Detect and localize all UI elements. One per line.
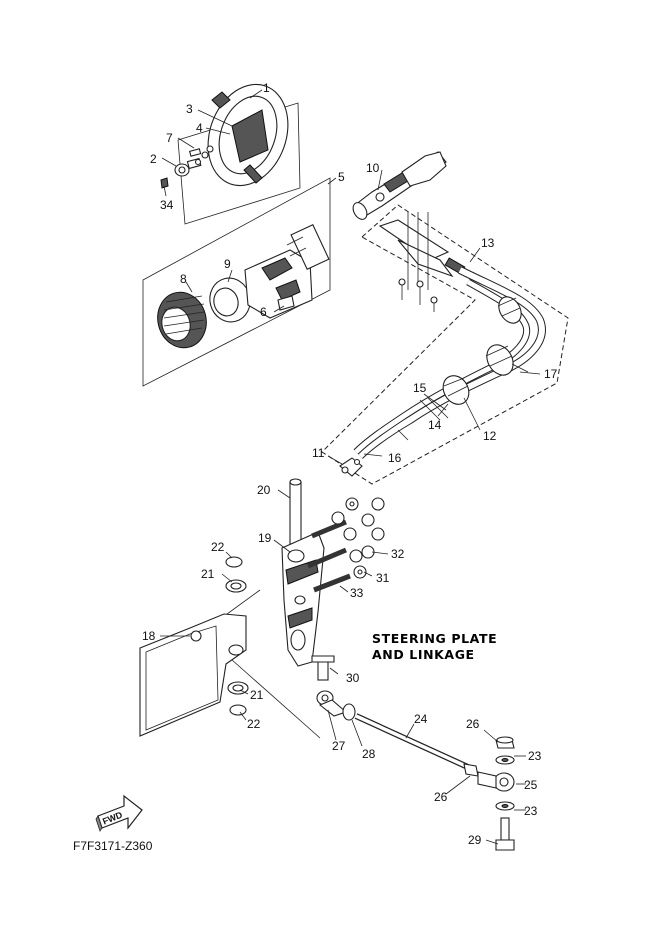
- callout-9: 9: [224, 257, 231, 271]
- cable-group: [321, 204, 569, 485]
- callout-24: 24: [414, 712, 428, 726]
- bolt-29: [495, 817, 515, 851]
- rod-end-27: [316, 690, 348, 717]
- pin-20: [289, 478, 302, 545]
- helm-group: [142, 177, 331, 387]
- washers-23: [495, 755, 515, 811]
- callout-2: 2: [150, 152, 157, 166]
- diagram-title-line-2: AND LINKAGE: [372, 647, 475, 662]
- helm-cover: [209, 277, 251, 323]
- callout-20: 20: [257, 483, 271, 497]
- callout-7: 7: [166, 131, 173, 145]
- callout-30: 30: [346, 671, 360, 685]
- cable-end-joint: [339, 457, 363, 477]
- nut-26b: [495, 736, 515, 749]
- callout-29: 29: [468, 833, 482, 847]
- callout-12: 12: [483, 429, 497, 443]
- callout-23-bottom: 23: [524, 804, 538, 818]
- callout-4: 4: [196, 121, 203, 135]
- callout-21-top: 21: [201, 567, 215, 581]
- callout-15: 15: [413, 381, 427, 395]
- callout-22-bottom: 22: [247, 717, 261, 731]
- washer-28: [342, 703, 356, 721]
- callout-28: 28: [362, 747, 376, 761]
- rod-end-25: [477, 771, 515, 792]
- callout-5: 5: [338, 170, 345, 184]
- callout-27: 27: [332, 739, 346, 753]
- cable-ties: [397, 397, 449, 441]
- callout-11: 11: [312, 446, 325, 460]
- cable-grommet-mid: [442, 375, 470, 405]
- steering-arm: [281, 531, 325, 667]
- callout-33: 33: [350, 586, 364, 600]
- callout-8: 8: [180, 272, 187, 286]
- callout-3: 3: [186, 102, 193, 116]
- steering-arm-group: [281, 478, 385, 667]
- linkage-group: [311, 655, 515, 851]
- callout-6: 6: [260, 305, 267, 319]
- diagram-code: F7F3171-Z360: [73, 839, 153, 853]
- callout-25: 25: [524, 778, 538, 792]
- helm-pulley: [157, 291, 207, 349]
- leader-lines: [160, 89, 541, 845]
- callout-18: 18: [142, 629, 156, 643]
- steering-plate: [139, 613, 247, 737]
- fwd-arrow-icon: FWD: [95, 794, 143, 832]
- callout-23-top: 23: [528, 749, 542, 763]
- callout-22-top: 22: [211, 540, 225, 554]
- callout-32: 32: [391, 547, 405, 561]
- nut-26: [463, 763, 479, 777]
- studs: [307, 519, 351, 593]
- callout-34: 34: [160, 198, 174, 212]
- callout-14: 14: [428, 418, 442, 432]
- callout-1: 1: [263, 81, 270, 95]
- bolt-30: [311, 655, 335, 681]
- callout-19: 19: [258, 531, 272, 545]
- callout-26-bottom: 26: [434, 790, 448, 804]
- diagram-title-line-1: STEERING PLATE: [372, 631, 497, 646]
- wheel-hub-parts: [160, 145, 214, 189]
- callout-31: 31: [376, 571, 390, 585]
- steering-cable: [353, 266, 546, 459]
- nuts-washers: [331, 497, 385, 579]
- helm-body: [244, 223, 330, 319]
- washers-lower: [227, 681, 249, 716]
- cable-connector: [378, 219, 466, 278]
- link-rod-24: [354, 713, 472, 771]
- callout-10: 10: [366, 161, 380, 175]
- washers-upper: [225, 556, 247, 593]
- callout-21-bottom: 21: [250, 688, 264, 702]
- steering-wheel-group: [160, 83, 301, 225]
- callout-17: 17: [544, 367, 558, 381]
- steering-column: [352, 151, 447, 220]
- steering-wheel: [207, 83, 289, 187]
- callout-13: 13: [481, 236, 495, 250]
- cable-grommet-lower: [485, 344, 514, 376]
- cable-screws: [398, 212, 438, 312]
- cable-grommet-upper: [497, 296, 522, 324]
- callout-26-top: 26: [466, 717, 480, 731]
- helm-bracket: [277, 295, 295, 311]
- callout-labels: 1 3 4 7 2 34 5 10 8 9 6 13 17 15 14 12 1…: [142, 81, 558, 847]
- callout-16: 16: [388, 451, 402, 465]
- steering-plate-group: [139, 556, 321, 739]
